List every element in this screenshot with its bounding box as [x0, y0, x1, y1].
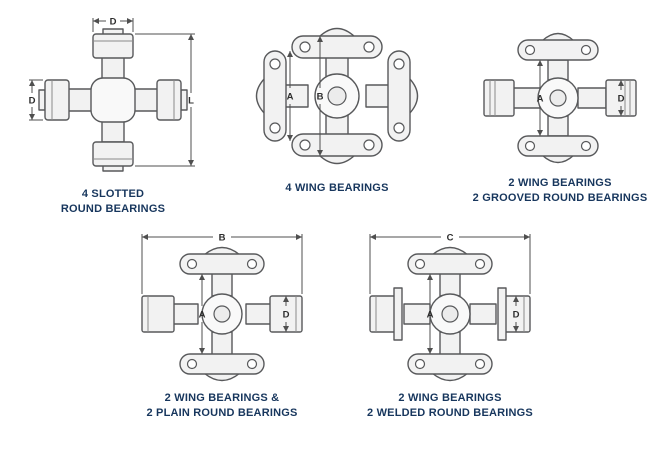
wing-bearing-top: [407, 246, 493, 275]
dimension-label-a: A: [287, 92, 294, 103]
wing-bearing-top: [291, 27, 383, 59]
wing-bearing-left: [255, 50, 287, 142]
wing-bearing-bottom: [517, 135, 599, 164]
dimension-label-d: D: [618, 94, 625, 105]
wing-bearing-bottom: [291, 133, 383, 165]
dimension-a: A: [427, 274, 434, 354]
diagram-2-wing-2-welded-round-bearings: C A D: [369, 233, 531, 382]
slotted-round-bearing-top: [92, 28, 134, 59]
dimension-a: A: [199, 274, 206, 354]
figure-caption: 2 WING BEARINGS 2 GROOVED ROUND BEARINGS: [473, 176, 648, 207]
caption-line: 2 WING BEARINGS: [508, 177, 612, 189]
wing-bearing-bottom: [407, 353, 493, 382]
dimension-label-d: D: [283, 310, 290, 321]
caption-line: 2 WING BEARINGS &: [164, 392, 280, 404]
caption-line: ROUND BEARINGS: [60, 203, 166, 216]
dimension-label-a: A: [537, 94, 544, 105]
cross-body: [403, 271, 497, 357]
dimension-a: A: [537, 60, 544, 136]
figure-2-wing-2-grooved-round-bearings: A D 2 WING BEARINGS 2 GROOVED ROUND BEAR…: [465, 26, 655, 207]
dimension-d-top: D: [92, 17, 134, 32]
dimension-a: A: [287, 51, 294, 141]
dimension-d: D: [618, 80, 625, 116]
dimension-label-a: A: [199, 310, 206, 321]
dimension-d-left: D: [29, 79, 43, 121]
figure-2-wing-2-welded-round-bearings: C A D 2 WING BEARINGS 2 WELDED ROUND BEA…: [350, 226, 550, 422]
dimension-label-b: B: [219, 233, 226, 244]
cross-body: [66, 55, 160, 143]
dimension-label-a: A: [427, 310, 434, 321]
figure-caption: 4 WING BEARINGS: [285, 181, 388, 196]
dimension-label-b: B: [317, 92, 324, 103]
dimension-label-d-left: D: [29, 96, 36, 107]
dimension-label-c: C: [447, 233, 454, 244]
wing-bearing-top: [179, 246, 265, 275]
dimension-label-d-top: D: [110, 17, 117, 28]
wing-bearing-right: [387, 50, 419, 142]
caption-line: 2 PLAIN ROUND BEARINGS: [146, 407, 298, 420]
cross-body: [171, 271, 273, 357]
dimension-b: B: [317, 36, 324, 156]
figure-caption: 4 SLOTTED ROUND BEARINGS: [61, 187, 165, 218]
figure-caption: 2 WING BEARINGS & 2 PLAIN ROUND BEARINGS: [146, 391, 297, 422]
slotted-round-bearing-bottom: [92, 141, 134, 172]
grooved-round-bearing-left: [483, 79, 515, 117]
plain-round-bearing-left: [141, 295, 175, 333]
dimension-label-l: L: [188, 96, 194, 107]
caption-line: 4 SLOTTED: [81, 188, 145, 200]
caption-line: 2 WELDED ROUND BEARINGS: [367, 407, 533, 420]
dimension-label-d: D: [513, 310, 520, 321]
cross-body: [511, 59, 607, 137]
dimension-l-right: L: [135, 33, 195, 167]
caption-line: 2 GROOVED ROUND BEARINGS: [472, 192, 648, 205]
caption-line: 2 WING BEARINGS: [398, 392, 502, 404]
slotted-round-bearing-left: [38, 79, 70, 121]
figure-2-wing-2-plain-round-bearings: B A D 2 WING BEARINGS & 2 PLAIN ROUND BE…: [122, 226, 322, 422]
caption-line: 4 WING BEARINGS: [285, 182, 389, 194]
welded-round-bearing-left: [369, 287, 403, 341]
slotted-round-bearing-right: [156, 79, 188, 121]
dimension-b: B: [141, 233, 303, 294]
diagram-2-wing-2-grooved-round-bearings: A D: [483, 32, 637, 164]
cross-body: [283, 55, 391, 137]
diagram-2-wing-2-plain-round-bearings: B A D: [141, 233, 303, 382]
dimension-d: D: [513, 296, 520, 332]
wing-bearing-top: [517, 32, 599, 61]
dimension-c: C: [369, 233, 531, 294]
figure-caption: 2 WING BEARINGS 2 WELDED ROUND BEARINGS: [367, 391, 533, 422]
diagram-4-wing-bearings: A B: [255, 27, 419, 165]
dimension-d: D: [283, 296, 290, 332]
diagram-4-slotted-round-bearings: D D L: [29, 17, 195, 172]
wing-bearing-bottom: [179, 353, 265, 382]
figure-4-slotted-round-bearings: D D L 4 SLOTTED ROU: [18, 12, 208, 218]
figure-4-wing-bearings: A B 4 WING BEARINGS: [242, 16, 432, 196]
